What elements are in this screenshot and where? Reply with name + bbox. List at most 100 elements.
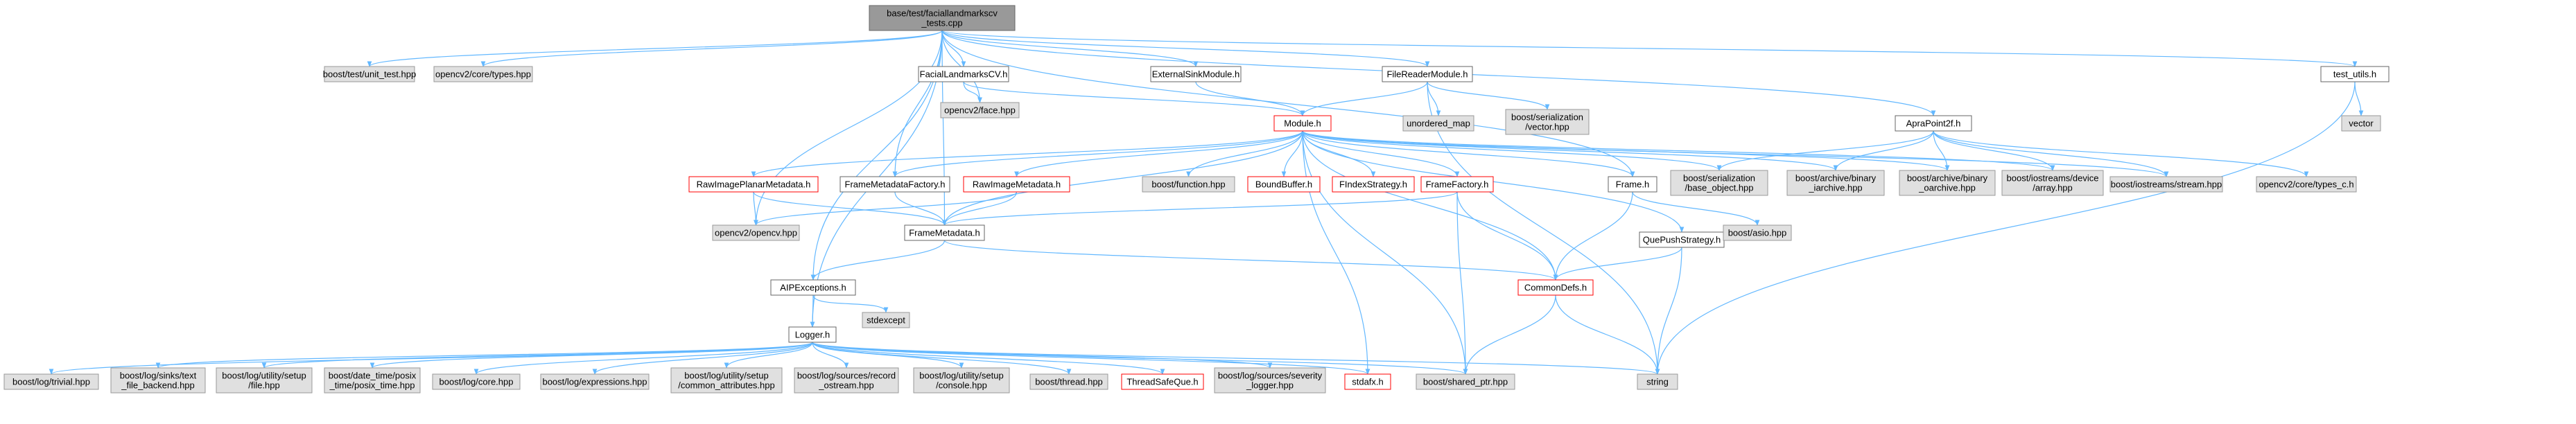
node-vector[interactable]: vector [2341,115,2381,132]
node-log-record[interactable]: boost/log/sources/record_ostream.hpp [794,367,899,394]
node-label: boost/log/sources/record [797,371,896,381]
node-shared-ptr[interactable]: boost/shared_ptr.hpp [1416,373,1515,390]
node-logger[interactable]: Logger.h [788,326,837,343]
node-label: ThreadSafeQue.h [1126,377,1198,387]
node-label: FrameMetadata.h [909,228,980,238]
node-label: boost/log/utility/setup [222,371,306,381]
node-log-sinks[interactable]: boost/log/sinks/text_file_backend.hpp [110,367,206,394]
edge-logger-to-log_core [473,342,813,375]
node-raw-planar[interactable]: RawImagePlanarMetadata.h [688,176,819,193]
node-box [1608,176,1657,193]
node-ext-sink[interactable]: ExternalSinkModule.h [1150,66,1242,82]
node-label: boost/archive/binary [1795,173,1877,184]
edge-frame_meta-to-common_defs [943,240,1558,281]
node-cv-types[interactable]: opencv2/core/types.hpp [433,66,533,82]
node-label: string [1646,377,1669,387]
node-label: boost/function.hpp [1151,179,1225,190]
node-log-setup-file[interactable]: boost/log/utility/setup/file.hpp [216,367,313,394]
edge-root-to-cv_types [480,30,943,67]
node-common-defs[interactable]: CommonDefs.h [1517,279,1594,296]
node-label: opencv2/core/types_c.h [2259,179,2353,190]
node-box [913,367,1010,394]
node-label: boost/log/expressions.hpp [542,377,647,387]
edge-module_h-to-stdafx [1302,130,1370,375]
node-log-severity[interactable]: boost/log/sources/severity_logger.hpp [1214,367,1326,394]
node-unit-test[interactable]: boost/test/unit_test.hpp [323,66,416,82]
node-threadsafe[interactable]: ThreadSafeQue.h [1121,373,1204,390]
edge-logger-to-posix_time [369,342,813,369]
edge-module_h-to-bound_buffer [1281,130,1303,177]
node-io-array[interactable]: boost/iostreams/device/array.hpp [2001,170,2104,196]
node-string[interactable]: string [1637,373,1678,390]
node-arch-in[interactable]: boost/archive/binary_iarchive.hpp [1786,170,1885,196]
edge-apra_point-to-arch_out [1933,130,1950,171]
node-log-attrs[interactable]: boost/log/utility/setup/common_attribute… [670,367,783,394]
node-label: RawImagePlanarMetadata.h [697,179,811,190]
node-opencv-hpp[interactable]: opencv2/opencv.hpp [712,224,800,241]
node-label: boost/shared_ptr.hpp [1423,377,1508,387]
node-label: boost/thread.hpp [1035,377,1103,387]
edge-root-to-opencv_hpp [754,30,943,226]
node-asio[interactable]: boost/asio.hpp [1723,224,1792,241]
node-label: boost/asio.hpp [1728,228,1787,238]
node-qpush[interactable]: QuePushStrategy.h [1639,231,1725,248]
node-box [670,367,783,394]
node-label: _time/posix_time.hpp [329,380,415,391]
edge-frame_factory-to-shared_ptr [1456,191,1468,375]
node-box [862,312,910,328]
node-label: /array.hpp [2033,183,2073,193]
node-root[interactable]: base/test/faciallandmarkscv_tests.cpp [869,5,1016,31]
node-log-trivial[interactable]: boost/log/trivial.hpp [3,373,99,390]
node-fm-factory[interactable]: FrameMetadataFactory.h [839,176,950,193]
node-log-core[interactable]: boost/log/core.hpp [432,373,521,390]
node-box [2109,176,2223,193]
node-apra-point[interactable]: ApraPoint2f.h [1895,115,1972,132]
node-stdexcept[interactable]: stdexcept [862,312,910,328]
edge-apra_point-to-io_array [1933,130,2055,171]
edge-logger-to-log_console [812,342,964,369]
node-log-expr[interactable]: boost/log/expressions.hpp [540,373,650,390]
node-label: stdexcept [867,315,905,326]
node-label: _logger.hpp [1246,380,1294,391]
node-face-hpp[interactable]: opencv2/face.hpp [940,102,1020,118]
node-io-stream[interactable]: boost/iostreams/stream.hpp [2109,176,2223,193]
node-label: _iarchive.hpp [1808,183,1862,193]
node-box [712,224,800,241]
edge-logger-to-thread_hpp [812,342,1072,375]
edge-module_h-to-shared_ptr [1302,130,1468,375]
node-module-h[interactable]: Module.h [1273,115,1332,132]
node-aip-exc[interactable]: AIPExceptions.h [770,279,856,296]
node-label: FrameMetadataFactory.h [845,179,946,190]
node-boost-function[interactable]: boost/function.hpp [1142,176,1235,193]
edge-frame_meta-to-aip_exc [810,240,946,281]
edge-root-to-test_utils [941,30,2357,67]
node-raw-meta[interactable]: RawImageMetadata.h [963,176,1070,193]
edge-logger-to-log_attrs [724,342,813,369]
node-posix-time[interactable]: boost/date_time/posix_time/posix_time.hp… [324,367,421,394]
node-test-utils[interactable]: test_utils.h [2320,66,2390,82]
node-ser-base[interactable]: boost/serialization/base_object.hpp [1670,170,1768,196]
node-file-reader[interactable]: FileReaderModule.h [1382,66,1473,82]
edge-raw_meta-to-opencv_hpp [754,191,1018,226]
edge-logger-to-log_record [812,342,849,369]
node-label: opencv2/core/types.hpp [435,69,531,80]
node-box [1786,170,1885,196]
node-stdafx[interactable]: stdafx.h [1344,373,1391,390]
node-log-console[interactable]: boost/log/utility/setup/console.hpp [913,367,1010,394]
node-ser-vector[interactable]: boost/serialization/vector.hpp [1505,109,1590,135]
node-frame-meta[interactable]: FrameMetadata.h [904,224,985,241]
node-box [2341,115,2381,132]
node-frame-h[interactable]: Frame.h [1608,176,1657,193]
edge-module_h-to-io_array [1302,130,2055,171]
node-bound-buffer[interactable]: BoundBuffer.h [1247,176,1321,193]
edge-raw_meta-to-frame_meta [942,191,1018,226]
node-label: Frame.h [1616,179,1649,190]
node-thread-hpp[interactable]: boost/thread.hpp [1029,373,1108,390]
node-label: boost/date_time/posix [329,371,417,381]
node-facial-cv[interactable]: FacialLandmarksCV.h [918,66,1009,82]
node-frame-factory[interactable]: FrameFactory.h [1420,176,1494,193]
node-arch-out[interactable]: boost/archive/binary_oarchive.hpp [1899,170,1996,196]
node-unordered-map[interactable]: unordered_map [1402,115,1474,132]
node-findex[interactable]: FIndexStrategy.h [1332,176,1415,193]
node-types-c[interactable]: opencv2/core/types_c.h [2256,176,2357,193]
